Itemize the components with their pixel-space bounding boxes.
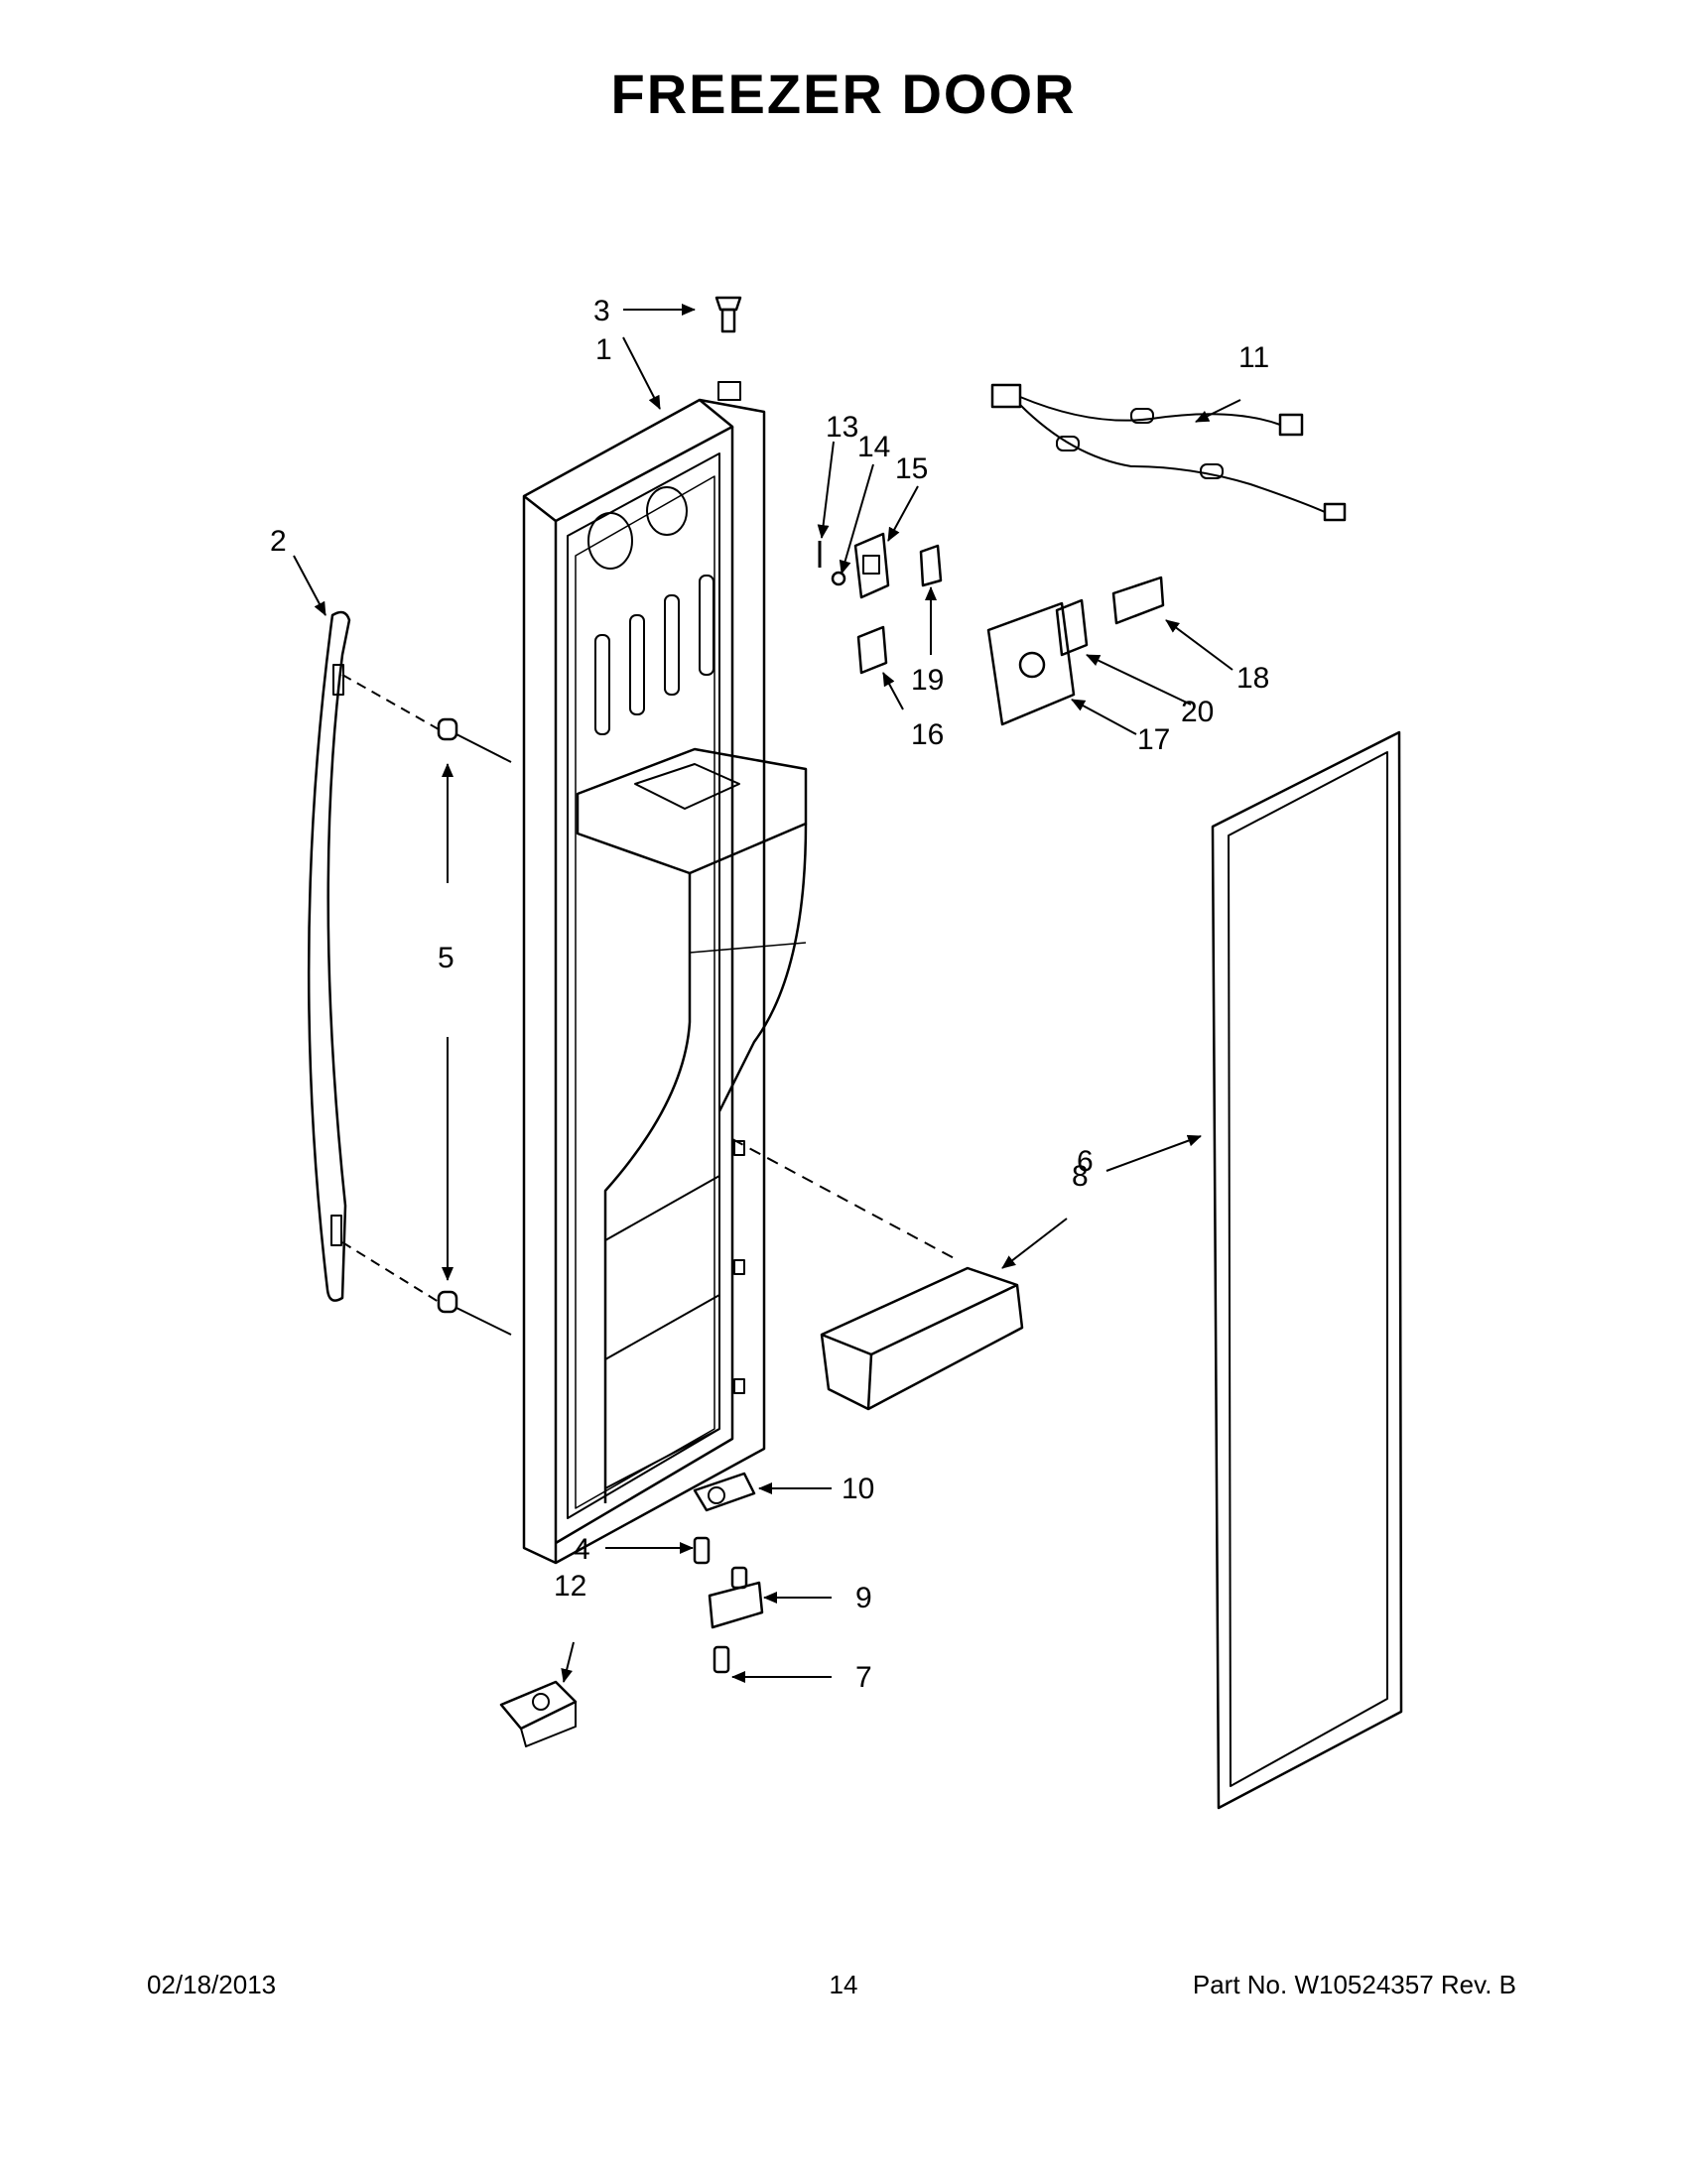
callout-15: 15 <box>895 452 928 485</box>
part-15-bracket <box>853 532 890 599</box>
callout-2: 2 <box>270 525 287 558</box>
part-1-door-liner <box>522 381 808 1565</box>
callout-8: 8 <box>1072 1160 1089 1193</box>
part-20-clip <box>1055 598 1089 657</box>
footer-part-number: Part No. W10524357 Rev. B <box>1192 1970 1516 1999</box>
part-5-standoffs <box>341 674 512 1336</box>
leader-arrows <box>293 304 1241 1683</box>
callout-6: 6 <box>1077 1145 1094 1178</box>
callout-17: 17 <box>1137 723 1170 756</box>
part-14-clip <box>831 571 846 586</box>
callout-11: 11 <box>1238 341 1269 374</box>
callout-5: 5 <box>438 942 454 974</box>
part-9-hinge-pin <box>708 1566 764 1629</box>
part-8-gasket <box>1211 730 1403 1810</box>
part-11-wire-harness <box>990 383 1347 522</box>
callout-10: 10 <box>842 1473 874 1505</box>
part-10-hinge-bracket <box>693 1472 756 1512</box>
part-2-handle <box>307 610 351 1302</box>
callout-14: 14 <box>857 431 890 463</box>
part-4-screw <box>693 1536 711 1565</box>
callout-4: 4 <box>574 1533 590 1566</box>
page-title: FREEZER DOOR <box>610 63 1077 125</box>
part-3-plug <box>714 296 742 333</box>
callout-1: 1 <box>595 333 612 366</box>
callout-20: 20 <box>1181 696 1214 728</box>
callout-18: 18 <box>1236 662 1269 695</box>
part-6-door-bin <box>731 1138 1024 1411</box>
part-7-screw <box>713 1645 730 1674</box>
part-18-board <box>1111 576 1165 625</box>
callout-3: 3 <box>593 295 610 327</box>
part-12-cover <box>499 1680 578 1747</box>
callout-7: 7 <box>855 1661 872 1694</box>
footer-date: 02/18/2013 <box>147 1970 277 1999</box>
callout-19: 19 <box>911 664 944 697</box>
callout-13: 13 <box>826 411 858 444</box>
callout-9: 9 <box>855 1582 872 1614</box>
callout-12: 12 <box>554 1570 586 1603</box>
part-16-plate <box>856 625 888 675</box>
part-17-housing <box>986 601 1076 726</box>
part-19-switch <box>919 544 943 587</box>
callout-16: 16 <box>911 718 944 751</box>
footer-page-number: 14 <box>829 1970 858 1999</box>
